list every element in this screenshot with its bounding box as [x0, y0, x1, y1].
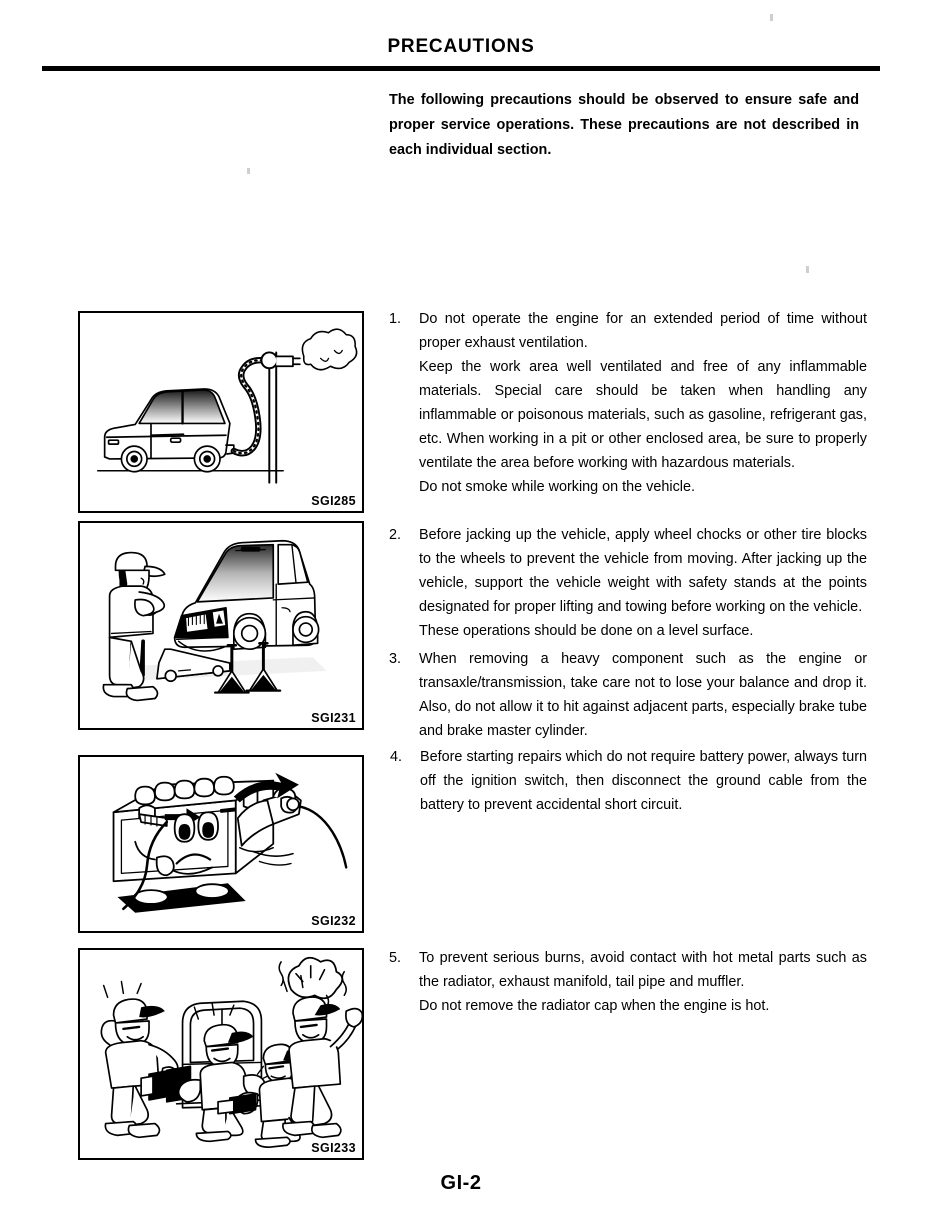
precaution-paragraph: Before jacking up the vehicle, apply whe… [419, 527, 867, 615]
precaution-paragraph: When removing a heavy component such as … [419, 651, 867, 739]
precaution-item-5: 5. To prevent serious burns, avoid conta… [389, 946, 867, 1018]
precaution-item-3: 3. When removing a heavy component such … [389, 647, 867, 743]
precaution-number: 3. [389, 651, 402, 667]
title-divider [42, 66, 880, 71]
precaution-item-4: 4. Before starting repairs which do not … [389, 745, 867, 817]
precaution-paragraph: These operations should be done on a lev… [419, 623, 754, 639]
precaution-body: Before starting repairs which do not req… [420, 745, 867, 817]
precaution-paragraph: Do not smoke while working on the vehicl… [419, 479, 695, 495]
figure-caption: SGI233 [310, 1141, 357, 1155]
precaution-paragraph: Before starting repairs which do not req… [420, 749, 867, 813]
figure-caption: SGI231 [310, 711, 357, 725]
precaution-number: 2. [389, 527, 402, 543]
illustration-battery-disconnect [112, 772, 348, 913]
scan-artifact [806, 266, 809, 273]
precaution-number: 4. [390, 749, 403, 765]
page-title: PRECAUTIONS [387, 36, 535, 57]
page-number: GI-2 [440, 1172, 482, 1194]
precaution-body: Before jacking up the vehicle, apply whe… [419, 523, 867, 643]
illustration-hot-parts-burns [100, 956, 362, 1149]
precaution-paragraph: To prevent serious burns, avoid contact … [419, 950, 867, 990]
illustration-jacking-safety-stands [102, 539, 327, 702]
intro-paragraph: The following precautions should be obse… [389, 92, 859, 158]
figure-battery-disconnect: SGI232 [78, 755, 364, 933]
precaution-body: To prevent serious burns, avoid contact … [419, 946, 867, 1018]
precaution-body: When removing a heavy component such as … [419, 647, 867, 743]
scan-artifact [247, 168, 250, 174]
precaution-paragraph: Do not remove the radiator cap when the … [419, 998, 770, 1014]
precaution-paragraph: Do not operate the engine for an extende… [419, 311, 867, 351]
figure-exhaust-ventilation: SGI285 [78, 311, 364, 513]
figure-caption: SGI232 [310, 914, 357, 928]
scan-artifact [770, 14, 773, 21]
figure-jacking-safety-stands: SGI231 [78, 521, 364, 730]
illustration-exhaust-ventilation [96, 328, 358, 484]
precaution-number: 1. [389, 311, 402, 327]
precaution-number: 5. [389, 950, 402, 966]
figure-hot-parts-burns: SGI233 [78, 948, 364, 1160]
precaution-paragraph: Keep the work area well ventilated and f… [419, 359, 867, 471]
precaution-item-2: 2. Before jacking up the vehicle, apply … [389, 523, 867, 643]
precaution-body: Do not operate the engine for an extende… [419, 307, 867, 499]
precaution-item-1: 1. Do not operate the engine for an exte… [389, 307, 867, 499]
figure-caption: SGI285 [310, 494, 357, 508]
